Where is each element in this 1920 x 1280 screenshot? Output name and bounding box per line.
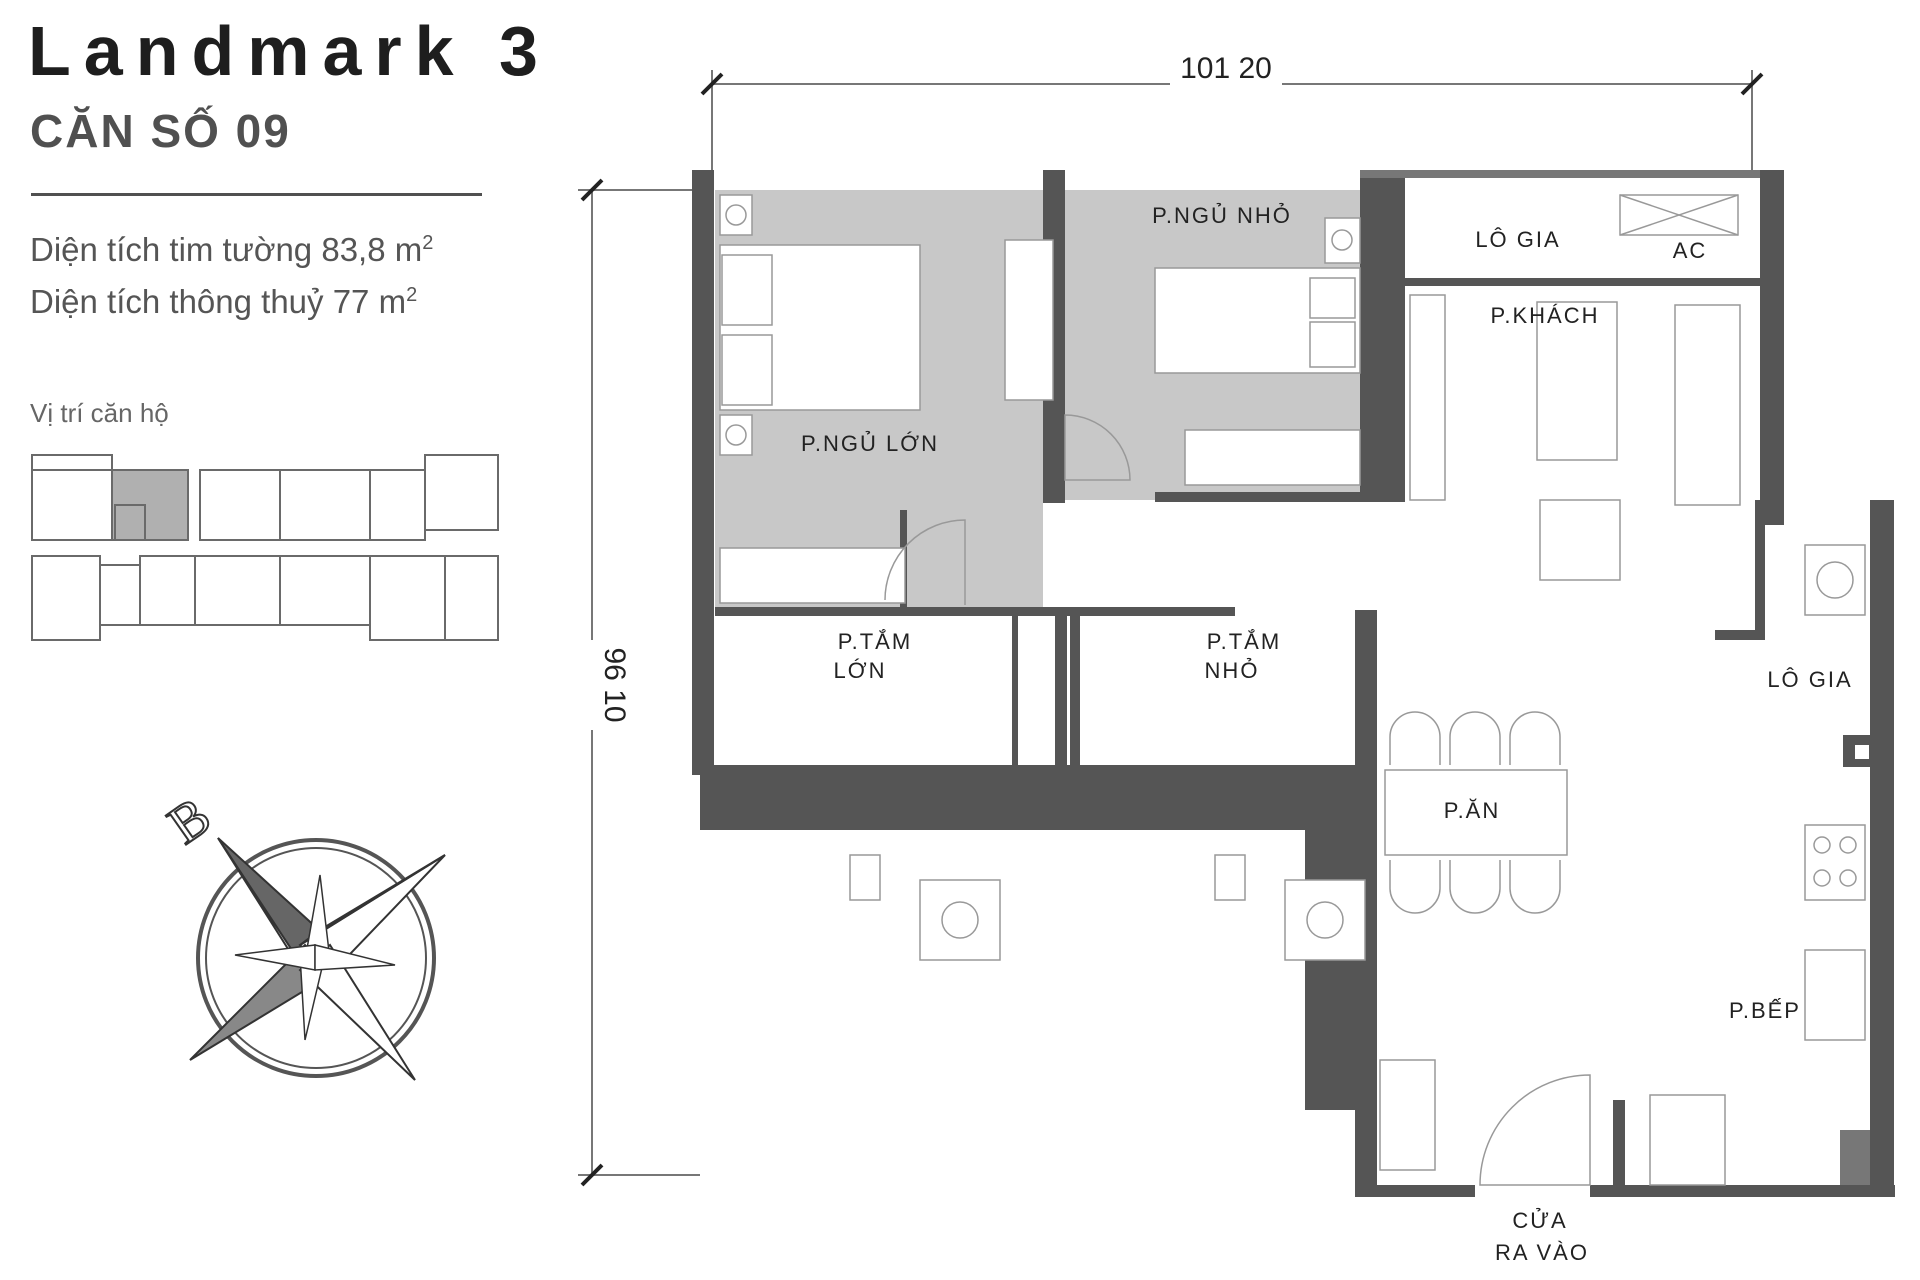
area-wall-value: 83,8 m	[321, 231, 423, 268]
dining-chair	[1389, 711, 1441, 765]
fridge	[1649, 1094, 1726, 1186]
area-clearance: Diện tích thông thuỷ 77 m2	[30, 285, 417, 318]
cooktop	[1804, 824, 1866, 901]
kitchen-sink	[1804, 949, 1866, 1041]
area-clear-value: 77 m	[332, 283, 407, 320]
dining-table	[1384, 769, 1568, 856]
coffee-table	[1536, 301, 1618, 461]
location-key-map	[31, 454, 499, 641]
label-entrance-1: CỬA	[1512, 1208, 1567, 1233]
label-master-bath-2: LỚN	[834, 658, 887, 683]
dimension-height-label: 96 10	[598, 647, 631, 722]
tv-unit	[1409, 294, 1446, 501]
master-door-swing	[884, 519, 966, 605]
label-ac: AC	[1673, 238, 1708, 263]
small-toilet	[1214, 854, 1246, 901]
title-divider	[31, 193, 482, 196]
small-wardrobe	[1184, 429, 1361, 486]
area-wall-center: Diện tích tim tường 83,8 m2	[30, 233, 433, 266]
unit-number: CĂN SỐ 09	[30, 105, 291, 157]
label-kitchen: P.BẾP	[1729, 998, 1801, 1023]
walls	[692, 170, 1895, 1197]
area-clear-label: Diện tích thông thuỷ	[30, 283, 324, 320]
tv-cabinet	[1004, 239, 1054, 401]
label-loggia-top: LÔ GIA	[1475, 227, 1560, 252]
entrance-door-swing	[1479, 1074, 1591, 1186]
label-small-bedroom: P.NGỦ NHỎ	[1152, 203, 1292, 228]
label-master-bath-1: P.TẮM	[838, 629, 912, 654]
label-living-room: P.KHÁCH	[1491, 303, 1600, 328]
master-wardrobe	[719, 547, 906, 604]
small-bedroom-door-swing	[1064, 414, 1131, 481]
compass-north-letter: B	[157, 785, 221, 855]
room-labels: P.NGỦ LỚN P.NGỦ NHỎ LÔ GIA AC P.KHÁCH P.…	[801, 203, 1852, 1265]
area-wall-unit: 2	[422, 232, 434, 254]
label-small-bath-1: P.TẮM	[1207, 629, 1281, 654]
label-master-bedroom: P.NGỦ LỚN	[801, 431, 939, 456]
page-title: Landmark 3	[28, 12, 551, 90]
compass-rose: B	[156, 784, 446, 1081]
sofa	[1674, 304, 1741, 506]
location-label: Vị trí căn hộ	[30, 398, 169, 428]
master-toilet	[849, 854, 881, 901]
label-small-bath-2: NHỎ	[1205, 658, 1260, 683]
armchair	[1539, 499, 1621, 581]
dimension-width-label: 101 20	[1180, 52, 1272, 85]
label-loggia-right: LÔ GIA	[1767, 667, 1852, 692]
area-clear-unit: 2	[406, 284, 418, 306]
label-dining: P.ĂN	[1444, 798, 1501, 823]
furniture	[719, 194, 1866, 1186]
label-entrance-2: RA VÀO	[1495, 1240, 1589, 1265]
shoe-cabinet	[1379, 1059, 1436, 1171]
area-wall-label: Diện tích tim tường	[30, 231, 313, 268]
